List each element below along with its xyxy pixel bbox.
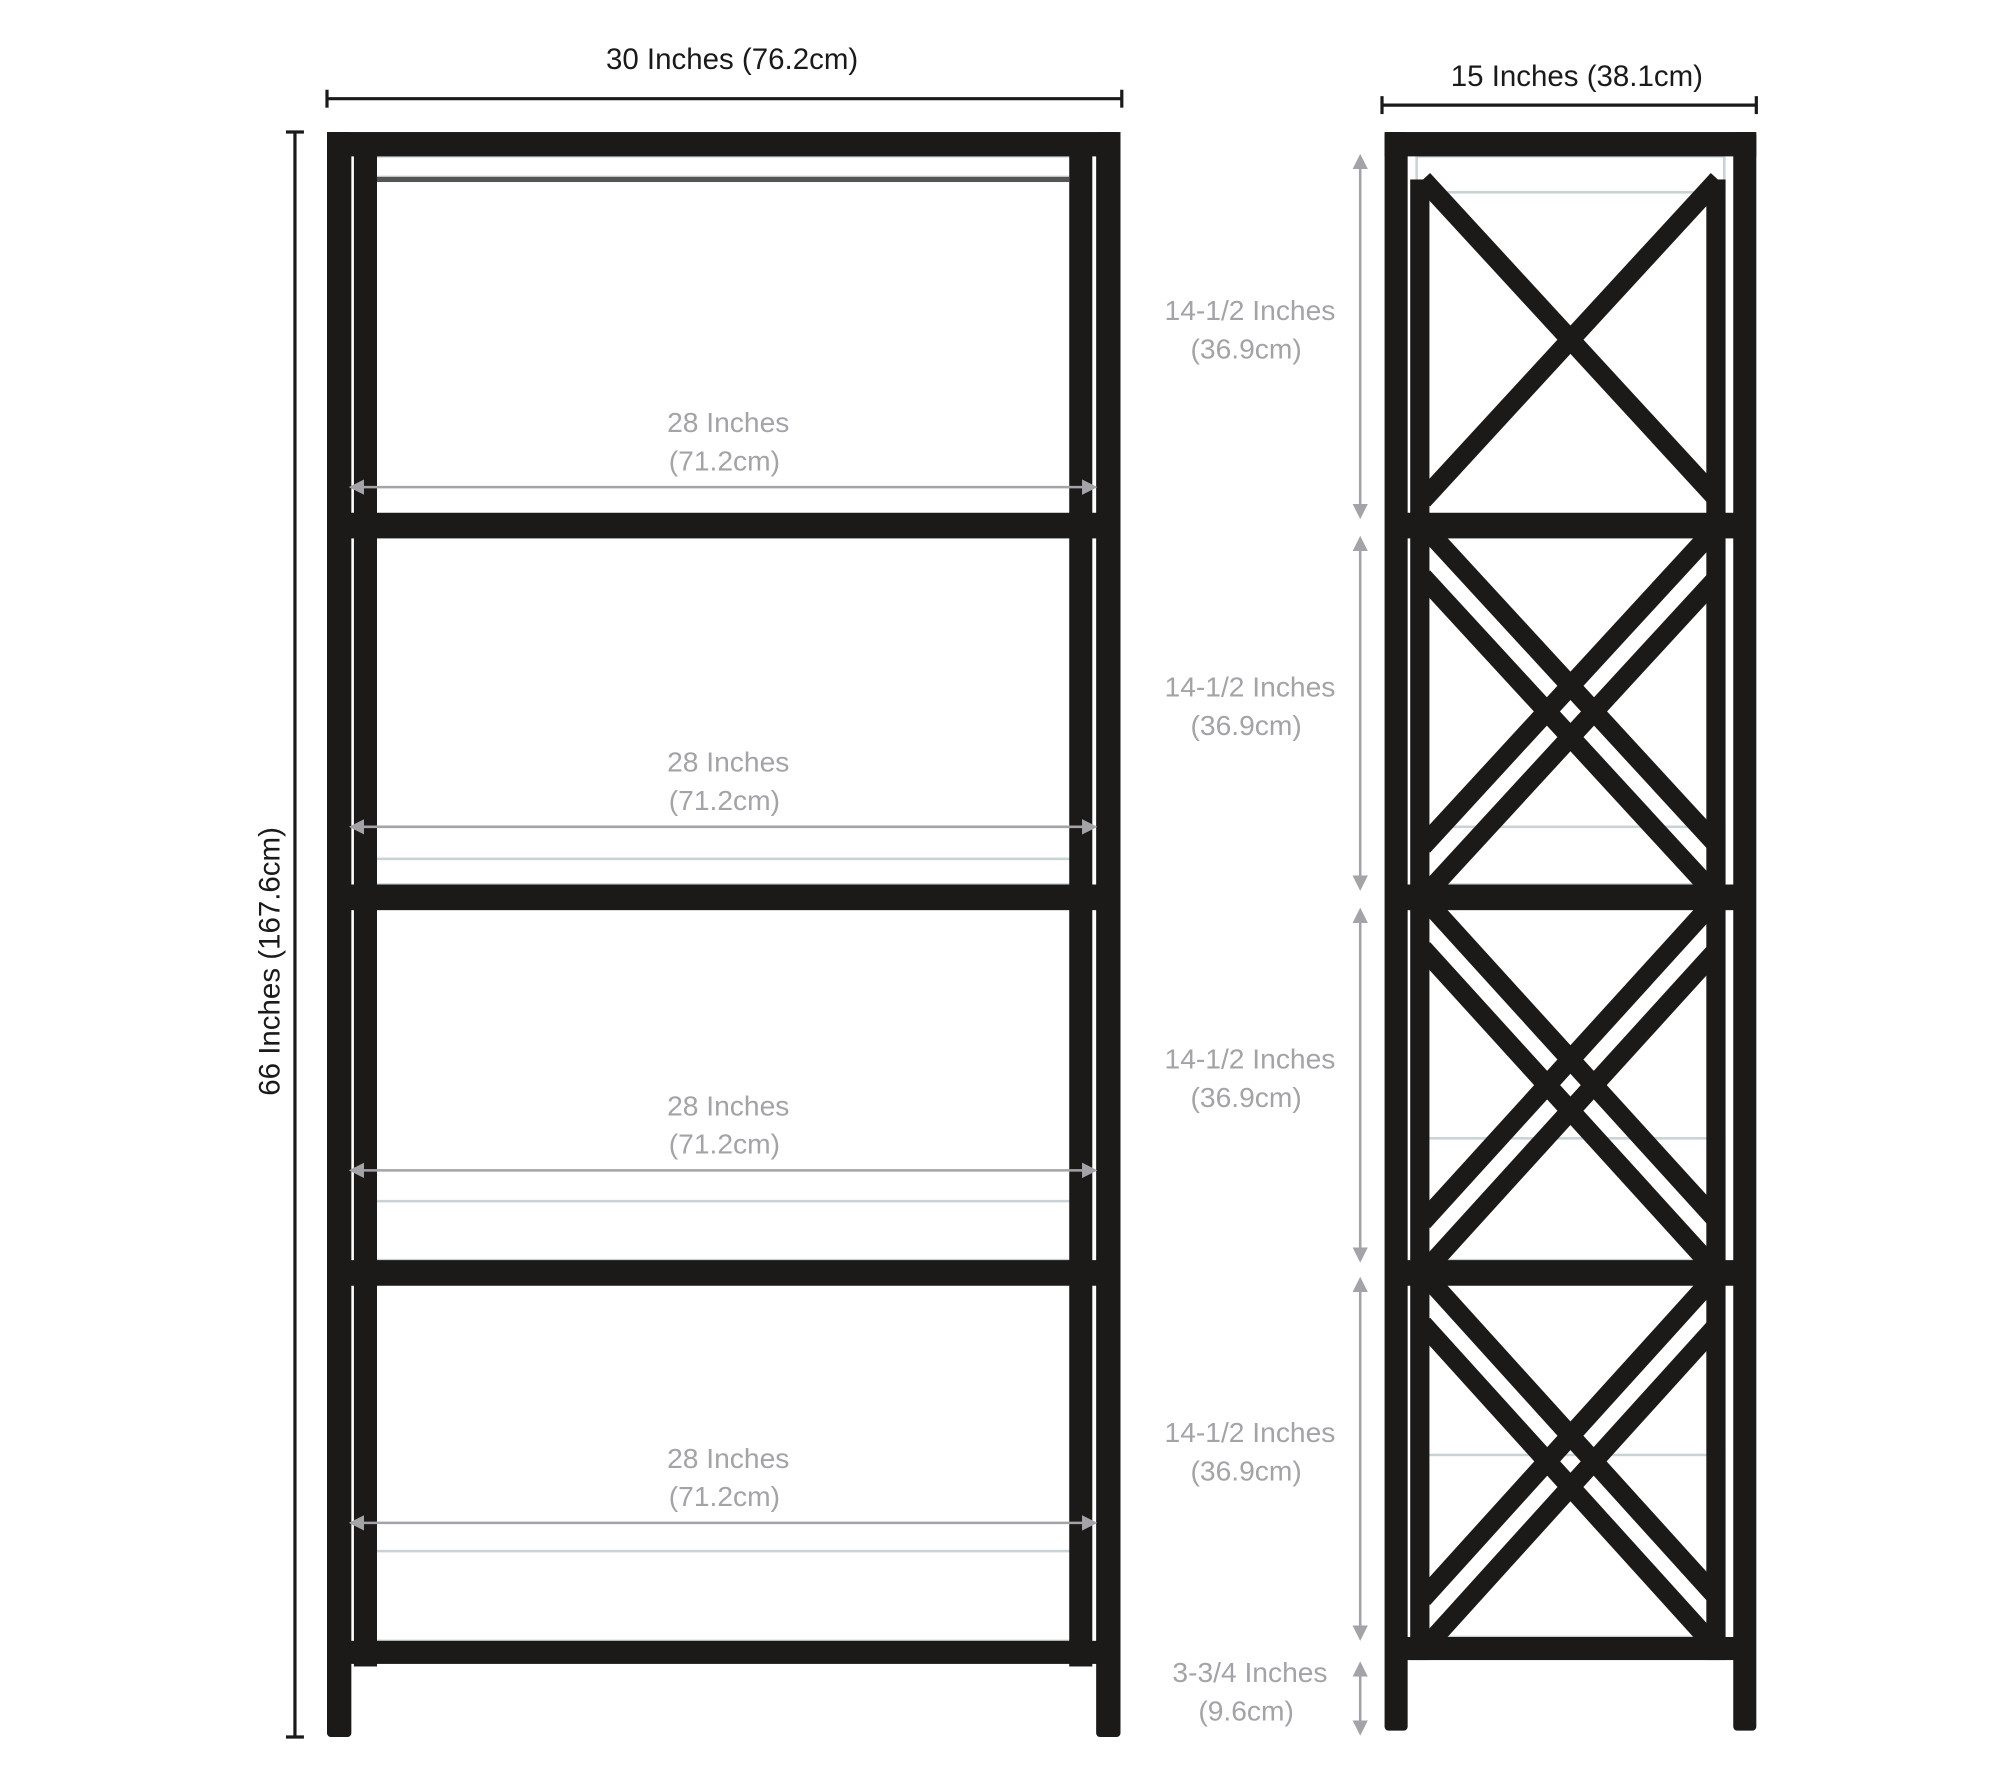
shelf-rail — [348, 1640, 1098, 1664]
cross-brace — [1415, 172, 1725, 507]
cross-brace — [1415, 890, 1725, 1229]
shelf-rail — [1405, 1636, 1736, 1661]
shelf-width-cm: (71.2cm) — [669, 1480, 780, 1512]
cross-brace — [1415, 1266, 1725, 1605]
shelf-rail — [348, 1260, 1098, 1286]
shelf-width-cm: (71.2cm) — [669, 1128, 780, 1160]
spacing-cm: (36.9cm) — [1191, 1455, 1302, 1487]
shelf-spacing-dimensions: 14-1/2 Inches (36.9cm) 14-1/2 Inches (36.9c… — [1165, 153, 1368, 1736]
shelf-width-cm: (71.2cm) — [669, 784, 780, 816]
side-view — [1384, 132, 1757, 1731]
front-view — [327, 132, 1121, 1737]
spacing-inches: 14-1/2 Inches — [1165, 671, 1336, 703]
back-post — [1733, 132, 1757, 1731]
shelf-width-inches: 28 Inches — [667, 406, 789, 438]
shelf-rail — [1405, 884, 1736, 911]
shelf-rail — [348, 884, 1098, 911]
spacing-cm: (36.9cm) — [1191, 332, 1302, 364]
front-post — [1384, 132, 1408, 1731]
side-depth-dimension: 15 Inches (38.1cm) — [1380, 60, 1758, 115]
shelf-width-inches: 28 Inches — [667, 746, 789, 778]
spacing-cm: (36.9cm) — [1191, 709, 1302, 741]
top-rail — [327, 132, 1121, 157]
cross-brace — [1415, 570, 1725, 904]
spacing-inches: 14-1/2 Inches — [1165, 1042, 1336, 1074]
height-label: 66 Inches (167.6cm) — [254, 827, 287, 1096]
front-post-left — [327, 132, 352, 1737]
cross-brace — [1415, 519, 1725, 853]
shelf-width-dimensions: 28 Inches (71.2cm) 28 Inches (71.2cm) 28 Inc… — [348, 406, 1098, 1531]
cross-brace — [1415, 1317, 1725, 1657]
width-label: 30 Inches (76.2cm) — [606, 43, 858, 76]
spacing-cm: (9.6cm) — [1198, 1694, 1294, 1726]
spacing-inches: 14-1/2 Inches — [1165, 1416, 1336, 1448]
shelf-width-inches: 28 Inches — [667, 1089, 789, 1121]
shelf-width-cm: (71.2cm) — [669, 444, 780, 476]
shelf-rail — [348, 512, 1098, 539]
front-width-dimension: 30 Inches (76.2cm) — [325, 43, 1124, 108]
shelf-width-inches: 28 Inches — [667, 1442, 789, 1474]
shelf-rail — [1405, 512, 1736, 539]
spacing-cm: (36.9cm) — [1191, 1081, 1302, 1113]
shelf-rail — [1405, 1260, 1736, 1286]
spacing-inches: 3-3/4 Inches — [1172, 1656, 1327, 1688]
spacing-inches: 14-1/2 Inches — [1165, 294, 1336, 326]
top-rail — [1384, 132, 1757, 157]
depth-label: 15 Inches (38.1cm) — [1451, 60, 1703, 93]
cross-brace — [1415, 942, 1725, 1280]
front-post-right — [1096, 132, 1121, 1737]
front-height-dimension: 66 Inches (167.6cm) — [254, 130, 304, 1739]
